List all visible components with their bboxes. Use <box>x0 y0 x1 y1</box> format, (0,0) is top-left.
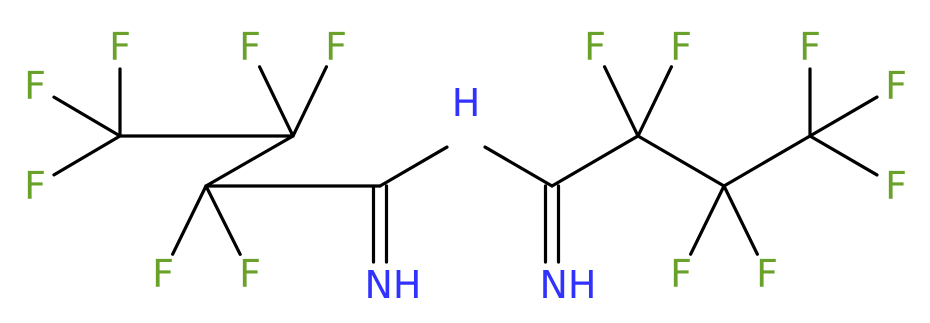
atom-label-layer: F F F F F F F NH H NH F F F F F F F <box>24 25 907 307</box>
bond-c3-f5 <box>204 184 242 256</box>
atom-label-n3: NH <box>540 263 597 307</box>
bond-c1-f3 <box>52 134 122 177</box>
bond-c8-f13 <box>808 95 879 138</box>
atom-label-n1: NH <box>365 263 422 307</box>
bond-c4-n2 <box>378 145 449 188</box>
atom-label-n2: H <box>452 81 481 125</box>
bond-c3-f4 <box>171 184 208 256</box>
bond-c8-f14 <box>808 134 879 177</box>
bond-c7-f10 <box>689 184 726 256</box>
bond-c2-c3 <box>204 134 295 188</box>
atom-label-f6: F <box>239 25 261 69</box>
bond-c6-f9 <box>636 65 674 138</box>
atom-label-f4: F <box>152 252 174 296</box>
bond-c5-c6 <box>550 134 640 188</box>
atom-label-f11: F <box>756 252 778 296</box>
bond-c7-c8 <box>722 134 812 188</box>
atom-label-f10: F <box>670 252 692 296</box>
bond-c7-f11 <box>722 184 759 256</box>
atom-label-f9: F <box>670 25 692 69</box>
bond-c6-c7 <box>636 134 726 188</box>
bond-c2-f6 <box>257 65 295 138</box>
bond-c2-f7 <box>291 65 329 138</box>
bond-n2-c5 <box>483 145 554 188</box>
bond-c1-f2 <box>52 95 122 138</box>
bond-layer <box>52 65 879 264</box>
atom-label-f14: F <box>885 164 907 208</box>
atom-label-f13: F <box>885 64 907 108</box>
atom-label-f12: F <box>799 25 821 69</box>
atom-label-f7: F <box>325 25 347 69</box>
atom-label-f5: F <box>239 252 261 296</box>
atom-label-f1: F <box>109 25 131 69</box>
atom-label-f3: F <box>24 164 46 208</box>
atom-label-f8: F <box>584 25 606 69</box>
atom-label-f2: F <box>24 64 46 108</box>
bond-c6-f8 <box>602 65 640 138</box>
